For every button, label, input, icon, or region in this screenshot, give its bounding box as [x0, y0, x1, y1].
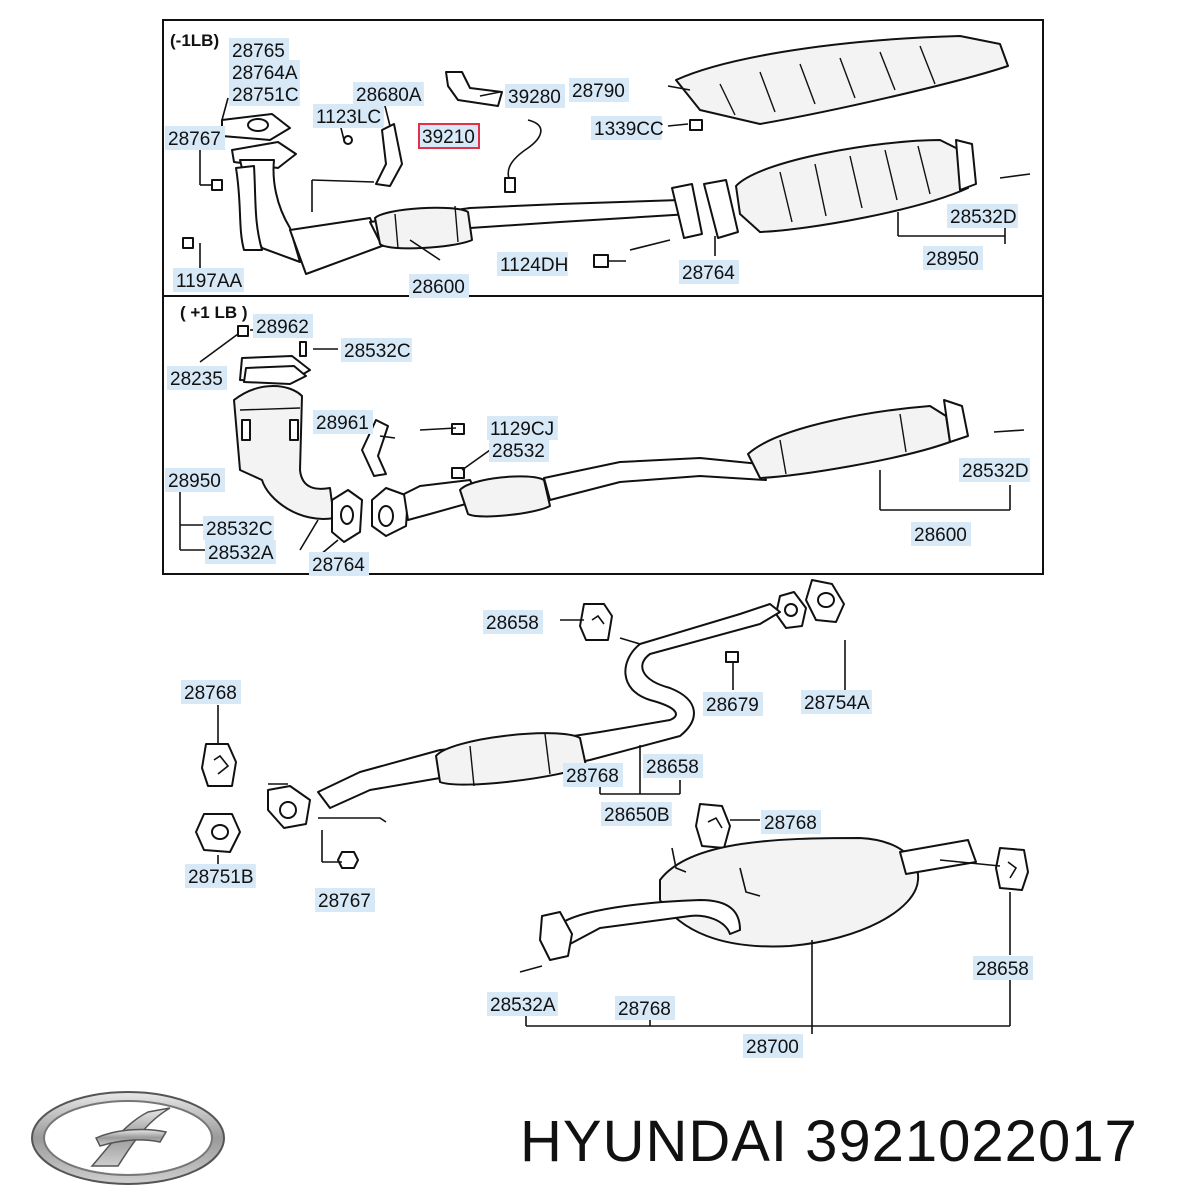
callout-label-bg [229, 38, 289, 62]
callout-label: 28532A [490, 995, 556, 1016]
callout-label-bg [923, 246, 983, 270]
callout-label: 39210 [422, 127, 475, 148]
callout-label: 28532A [208, 543, 274, 564]
part-number-title: HYUNDAI 3921022017 [520, 1109, 1138, 1174]
callout-label-bg [643, 754, 703, 778]
callout-label-bg [419, 124, 479, 148]
callout-label: 28658 [646, 757, 699, 778]
callout-label: 28764A [232, 63, 298, 84]
callout-label: 28790 [572, 81, 625, 102]
callout-label-bg [489, 438, 549, 462]
callout-label-bg [173, 268, 244, 292]
callout-label-bg [315, 888, 375, 912]
callout-label-bg [229, 60, 300, 84]
callout-label: 28700 [746, 1037, 799, 1058]
callout-label: 28768 [764, 813, 817, 834]
callout-label-bg [497, 252, 568, 276]
callout-label-bg [761, 810, 821, 834]
callout-label: 28532C [344, 341, 411, 362]
callout-label-bg [341, 338, 412, 362]
callout-label: 1197AA [176, 271, 243, 292]
callout-label-bg [615, 996, 675, 1020]
callout-label-bg [185, 864, 256, 888]
callout-label-bg [313, 410, 373, 434]
callout-label-bg [505, 84, 565, 108]
callout-label: 1123LC [316, 107, 381, 128]
callout-label-bg [959, 458, 1030, 482]
callout-label-bg [165, 468, 225, 492]
hyundai-logo-icon [31, 1091, 225, 1185]
callout-label: 28751B [188, 867, 254, 888]
callout-label: 28532D [962, 461, 1029, 482]
callout-label-bg [569, 78, 629, 102]
callout-label-bg [563, 763, 623, 787]
bottom-leaders [217, 619, 1011, 1034]
callout-label-bg [165, 126, 225, 150]
panel-caption-lower: ( +1 LB ) [180, 303, 248, 322]
lower-leaders [179, 329, 1011, 556]
callout-label-bg [253, 314, 313, 338]
callout-label-bg [487, 416, 558, 440]
callout-label: 1129CJ [490, 419, 554, 440]
callout-label: 28600 [412, 277, 465, 298]
callout-label: 28961 [316, 413, 369, 434]
panel-caption-upper: (-1LB) [170, 31, 219, 50]
callout-label-bg [409, 274, 469, 298]
callout-label-bg [973, 956, 1033, 980]
callout-label: 28532C [206, 519, 273, 540]
callout-label: 1124DH [500, 255, 568, 276]
callout-label: 28767 [318, 891, 371, 912]
callout-label-bg [353, 82, 424, 106]
callout-label: 28768 [184, 683, 237, 704]
callout-label: 28765 [232, 41, 285, 62]
callout-label: 28650B [604, 805, 670, 826]
upper-panel-parts [182, 35, 1031, 275]
callout-label-bg [167, 366, 227, 390]
callout-label: 28768 [566, 766, 619, 787]
callout-label: 28680A [356, 85, 422, 106]
callout-label-bg [601, 802, 672, 826]
callout-label-bg [911, 522, 971, 546]
callout-label: 28532 [492, 441, 545, 462]
callout-label: 28235 [170, 369, 223, 390]
callout-label: 39280 [508, 87, 561, 108]
callout-label: 28658 [976, 959, 1029, 980]
panel-lower [162, 295, 1044, 575]
callout-label: 28532D [950, 207, 1017, 228]
callout-label: 28754A [804, 693, 870, 714]
callout-label: 28768 [618, 999, 671, 1020]
callout-label: 28764 [682, 263, 735, 284]
callout-label: 28950 [926, 249, 979, 270]
callout-label-bg [679, 260, 739, 284]
callout-label-bg [313, 104, 384, 128]
callout-label-bg [203, 516, 274, 540]
callout-label-bg [703, 692, 763, 716]
callout-label-bg [487, 992, 558, 1016]
callout-label-bg [309, 552, 369, 576]
callout-label-bg [205, 540, 276, 564]
callout-label-bg [591, 116, 662, 140]
callout-label: 28962 [256, 317, 309, 338]
callout-label-bg [743, 1034, 803, 1058]
callout-label-bg [483, 610, 543, 634]
callout-label: 28658 [486, 613, 539, 634]
callout-label: 28600 [914, 525, 967, 546]
callout-label: 1339CC [594, 119, 664, 140]
callout-label: 28950 [168, 471, 221, 492]
callout-label-bg [947, 204, 1018, 228]
callout-label: 28764 [312, 555, 365, 576]
callout-label: 28767 [168, 129, 221, 150]
callout-label-bg [181, 680, 241, 704]
callout-label: 28751C [232, 85, 299, 106]
callout-label-bg [229, 82, 300, 106]
bottom-section-parts [195, 579, 1029, 973]
lower-panel-parts [233, 325, 1025, 543]
highlighted-part-frame [418, 123, 480, 149]
callout-label-bg [801, 690, 872, 714]
callout-label: 28679 [706, 695, 759, 716]
